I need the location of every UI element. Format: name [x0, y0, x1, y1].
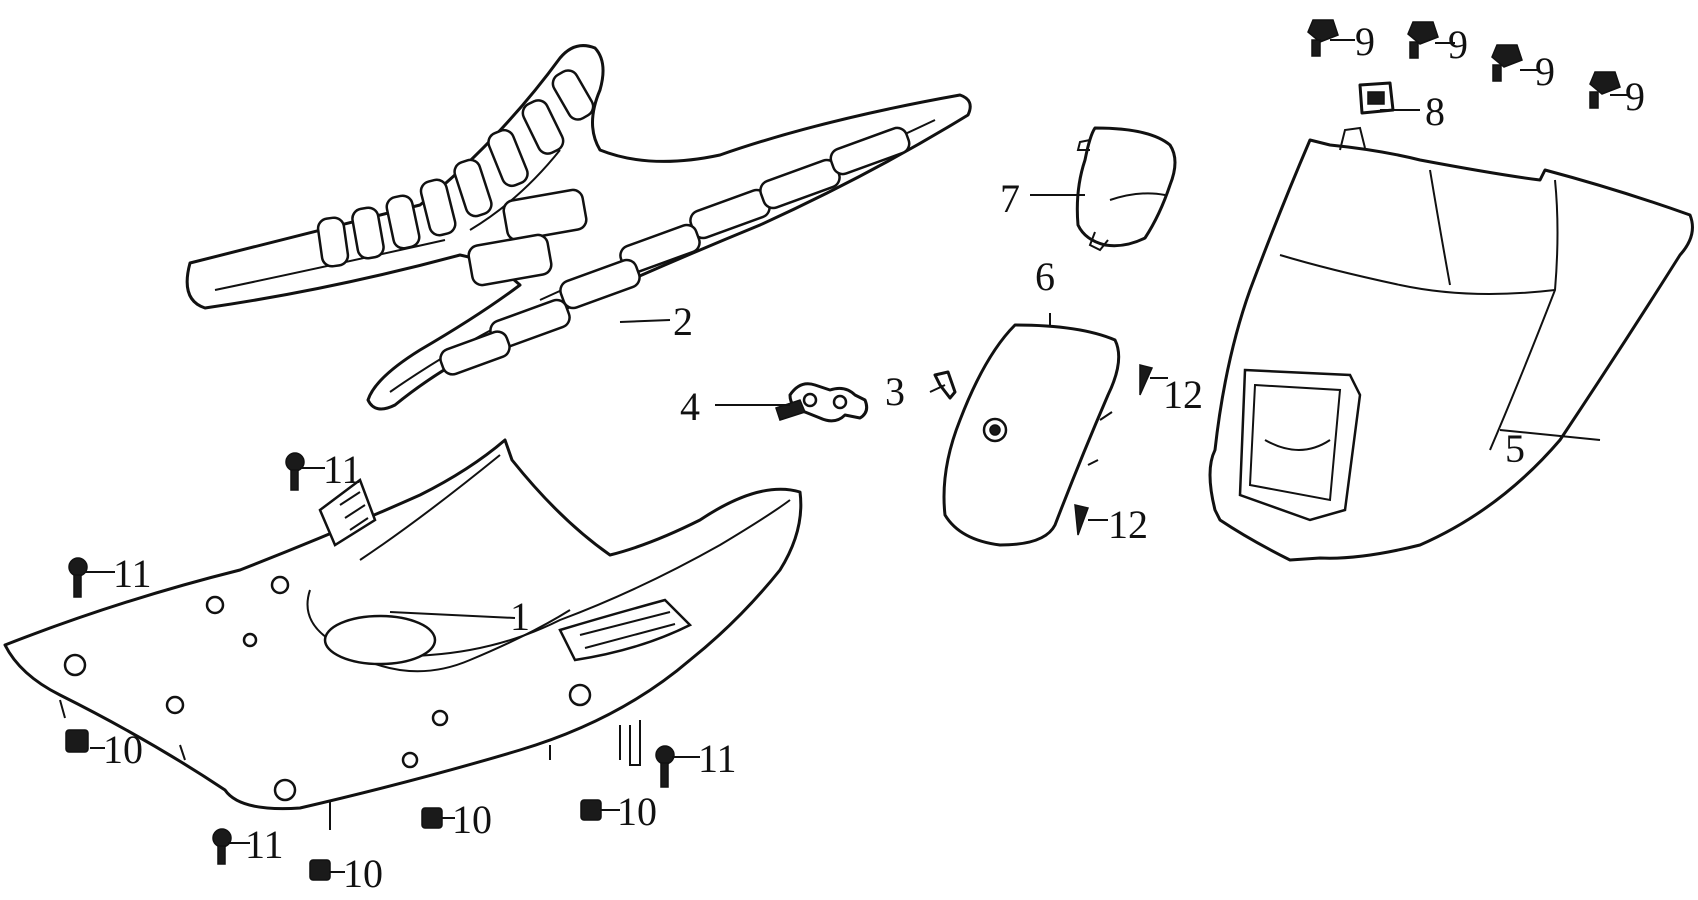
screw-icon [1139, 364, 1154, 396]
mat-ridges [316, 69, 911, 376]
callout-9: 9 [1448, 22, 1468, 67]
callout-12: 12 [1108, 502, 1148, 547]
bolt-icon [1407, 21, 1439, 59]
callout-7: 7 [1000, 176, 1020, 221]
floor-mat [185, 44, 972, 411]
clip-nut-icon [309, 859, 331, 881]
callout-4: 4 [680, 384, 700, 429]
callout-labels: 1 2 3 4 5 6 7 8 9 9 9 9 10 10 10 10 11 1… [103, 19, 1645, 896]
screw-icon [1074, 504, 1089, 536]
bolt-icon [655, 745, 675, 788]
callout-11: 11 [323, 447, 362, 492]
callout-3: 3 [885, 369, 905, 414]
callout-12: 12 [1163, 372, 1203, 417]
small-lid [1075, 126, 1177, 252]
bolt-icon [1491, 44, 1523, 82]
bolt-icon [68, 557, 88, 598]
floor-panel [3, 438, 803, 830]
clip-nut-icon [421, 807, 443, 829]
callout-8: 8 [1425, 89, 1445, 134]
bolt-icon [1589, 71, 1621, 109]
inner-cover-lid [942, 323, 1121, 547]
callout-10: 10 [343, 851, 383, 896]
bolt-icon [1307, 19, 1339, 57]
callout-9: 9 [1625, 74, 1645, 119]
callout-1: 1 [510, 594, 530, 639]
callout-10: 10 [103, 727, 143, 772]
hook-assembly [775, 382, 869, 423]
callout-11: 11 [245, 822, 284, 867]
bolt-icon [285, 452, 305, 491]
clip-nut-icon [65, 729, 89, 753]
clip-nut-icon [580, 799, 602, 821]
callout-10: 10 [617, 789, 657, 834]
callout-9: 9 [1535, 49, 1555, 94]
callout-6: 6 [1035, 254, 1055, 299]
square-clip [1358, 81, 1395, 115]
callout-2: 2 [673, 299, 693, 344]
frame-cover [1208, 126, 1694, 562]
callout-10: 10 [452, 797, 492, 842]
callout-11: 11 [698, 736, 737, 781]
leader-lines [85, 39, 1630, 873]
callout-11: 11 [113, 551, 152, 596]
callout-9: 9 [1355, 19, 1375, 64]
callout-5: 5 [1505, 426, 1525, 471]
bolt-icon [212, 828, 232, 865]
